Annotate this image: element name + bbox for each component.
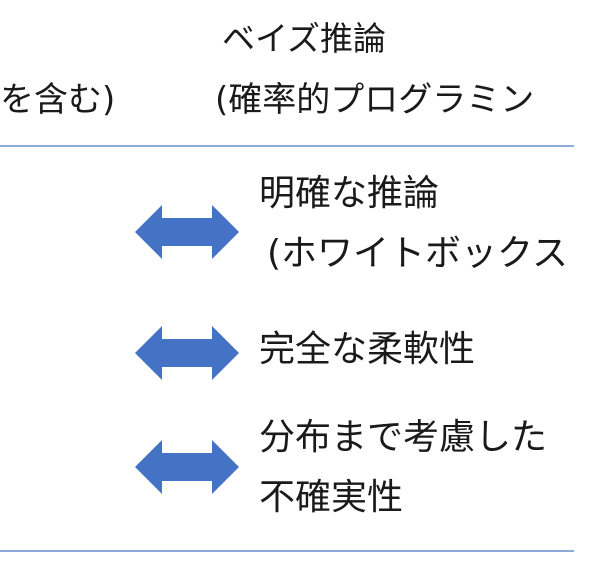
row-3-line-2: 不確実性 [259, 477, 404, 518]
row-1-line-1: 明確な推論 [259, 173, 440, 214]
bottom-divider [0, 550, 574, 552]
double-headed-arrow-icon [135, 440, 239, 494]
right-column-header-subtitle: (確率的プログラミン [215, 80, 535, 120]
top-divider [0, 145, 574, 147]
header-title: ベイズ推論 [222, 19, 387, 58]
left-column-header-fragment: を含む) [0, 80, 116, 120]
row-3-line-1: 分布まで考慮した [259, 417, 548, 458]
double-headed-arrow-icon [135, 205, 239, 259]
double-headed-arrow-icon [135, 326, 239, 380]
row-2-line-1: 完全な柔軟性 [259, 329, 476, 370]
row-1-line-2: (ホワイトボックス [267, 233, 568, 274]
